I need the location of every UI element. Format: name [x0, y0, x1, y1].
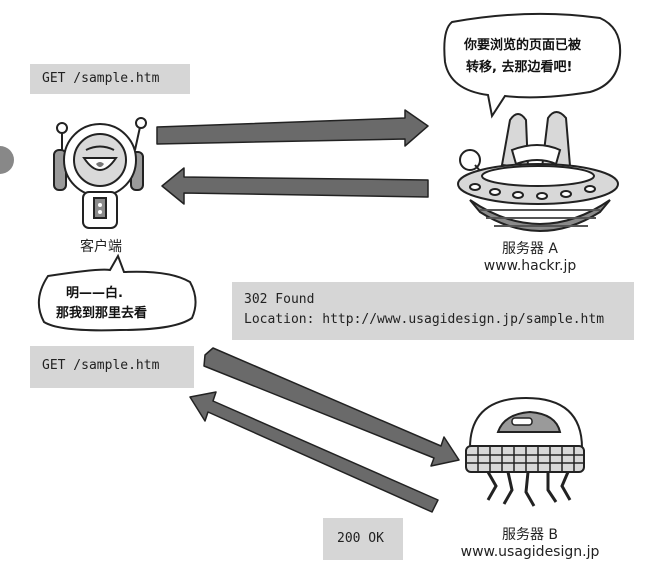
client-speech-line1: 明——白. [66, 286, 123, 301]
client-speech-line2: 那我到那里去看 [56, 306, 148, 321]
server-b-host: www.usagidesign.jp [460, 544, 600, 560]
edge-marker [0, 146, 14, 174]
client-robot-icon [53, 117, 147, 229]
first-get-request-box: GET /sample.htm [30, 64, 190, 94]
ok-response-text: 200 OK [337, 531, 384, 546]
arrow-response-from-server-a [161, 167, 429, 205]
second-get-request-text: GET /sample.htm [42, 358, 160, 373]
server-b-robot-icon [465, 396, 585, 507]
arrow-request-to-server-a [156, 109, 429, 147]
redirect-location-text: Location: http://www.usagidesign.jp/samp… [244, 312, 605, 327]
arrow-response-from-server-b [189, 391, 439, 513]
server-a-speech-line2: 转移, 去那边看吧! [466, 60, 573, 75]
ok-response-box: 200 OK [323, 518, 403, 560]
server-a-speech-bubble [443, 12, 622, 119]
server-a-label: 服务器 A [501, 241, 559, 257]
first-get-request-text: GET /sample.htm [42, 71, 160, 86]
client-label: 客户端 [80, 239, 122, 255]
arrow-request-to-server-b [203, 347, 460, 467]
server-a-host: www.hackr.jp [483, 258, 577, 274]
redirect-response-box: 302 Found Location: http://www.usagidesi… [232, 282, 634, 340]
redirect-status-text: 302 Found [244, 292, 315, 307]
server-b-label: 服务器 B [501, 527, 559, 543]
client-speech-bubble [37, 253, 197, 332]
server-a-speech-line1: 你要浏览的页面已被 [464, 38, 582, 53]
server-a-robot-icon [457, 111, 619, 232]
second-get-request-box: GET /sample.htm [30, 346, 194, 388]
